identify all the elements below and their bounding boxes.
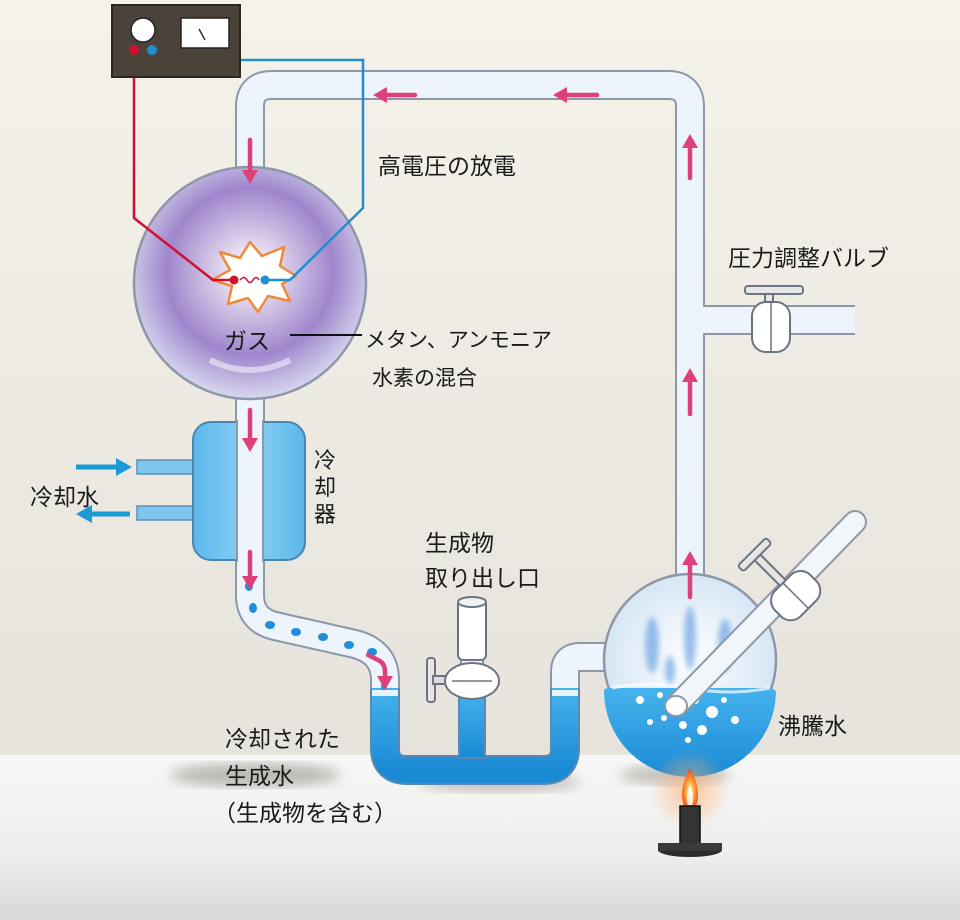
cooling-water-arrows [76, 458, 132, 523]
electric-spark [210, 240, 298, 314]
burner [650, 750, 730, 857]
label-gas-composition-1: メタン、アンモニア [365, 328, 552, 352]
label-product-outlet-1: 生成物 [425, 531, 494, 557]
diagonal-inlet-tube [664, 510, 867, 717]
label-gas: ガス [224, 329, 270, 355]
product-outlet-valve [426, 596, 500, 703]
electrode-red [229, 275, 239, 285]
label-gas-composition-2: 水素の混合 [372, 366, 477, 390]
electrode-blue [260, 275, 270, 285]
boiling-flask [602, 572, 778, 778]
label-high-voltage-discharge: 高電圧の放電 [378, 154, 516, 180]
label-pressure-valve: 圧力調整バルブ [728, 246, 889, 272]
label-product-outlet-2: 取り出し口 [425, 566, 540, 592]
label-cooled-water-1: 冷却された [225, 727, 340, 753]
label-condenser: 冷 却 器 [313, 449, 336, 528]
high-voltage-power-supply [111, 4, 241, 78]
pressure-regulating-valve [744, 285, 804, 353]
label-cooled-water-3: （生成物を含む） [213, 801, 397, 827]
label-cooling-water: 冷却水 [30, 485, 99, 511]
label-boiling-water: 沸騰水 [778, 714, 847, 740]
flow-arrows [242, 87, 698, 690]
label-cooled-water-2: 生成水 [225, 764, 294, 790]
